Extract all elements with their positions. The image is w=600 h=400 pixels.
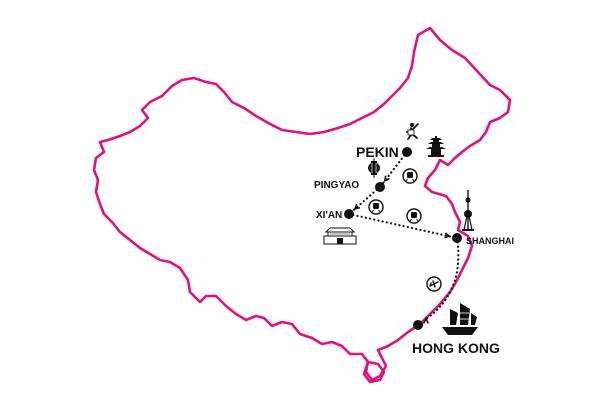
city-label-xian: XI'AN: [316, 210, 342, 221]
city-marker-pingyao[interactable]: [375, 182, 385, 192]
oriental-pearl-tower-icon: [462, 190, 474, 231]
route-arrowhead-pingyao: [383, 175, 390, 182]
hainan-island-outline: [362, 360, 386, 384]
lantern-icon: [368, 158, 380, 178]
city-marker-shanghai[interactable]: [452, 233, 462, 243]
city-label-pekin: PEKIN: [356, 144, 399, 160]
route-leg-shanghai-hongkong: [424, 236, 460, 321]
route-lines: [347, 150, 460, 324]
city-wall-icon: [323, 227, 357, 245]
city-marker-pekin[interactable]: [402, 147, 412, 157]
route-arrowhead-hongkong: [422, 317, 430, 324]
plane-icon: [426, 276, 442, 292]
kung-fu-icon: [406, 122, 419, 140]
city-marker-hongkong[interactable]: [413, 320, 423, 330]
route-leg-pekin-pingyao: [378, 150, 409, 189]
city-label-shanghai: SHANGHAI: [466, 236, 514, 246]
city-marker-xian[interactable]: [344, 209, 354, 219]
route-arrowhead-shanghai: [444, 232, 451, 239]
train-icon: [402, 168, 418, 184]
route-arrowhead-xian: [353, 203, 361, 210]
city-markers: [344, 147, 462, 330]
route-leg-xian-shanghai: [347, 212, 459, 240]
pagoda-icon: [426, 136, 446, 157]
train-icon: [368, 199, 384, 215]
train-icon: [406, 208, 422, 224]
city-label-pingyao: PINGYAO: [314, 180, 359, 191]
china-border-outline: [92, 26, 512, 382]
city-label-hong-kong: HONG KONG: [412, 340, 500, 356]
junk-boat-icon: [442, 303, 478, 335]
